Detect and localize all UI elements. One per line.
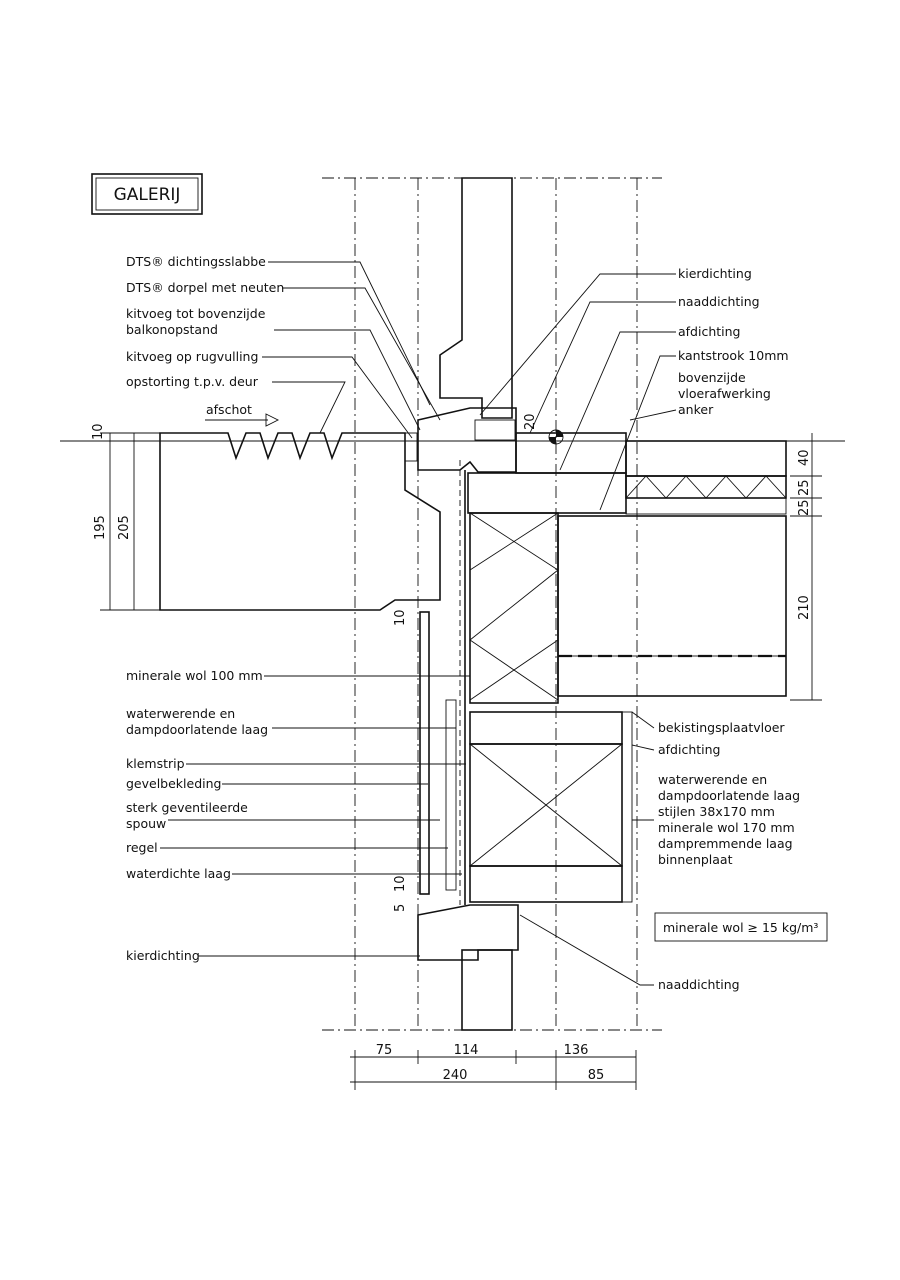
label-afdichting-top: afdichting <box>678 324 741 339</box>
label-bekistingsplaatvloer: bekistingsplaatvloer <box>658 720 785 735</box>
dim-right-210: 210 <box>797 595 812 620</box>
label-gevelbekleding: gevelbekleding <box>126 776 221 791</box>
dim-right-40: 40 <box>797 449 812 466</box>
label-anker: anker <box>678 402 714 417</box>
timber-frame <box>459 460 633 905</box>
label-spouw: spouw <box>126 816 166 831</box>
dim-left-low-5: 5 <box>393 904 408 912</box>
dim-left-10: 10 <box>91 423 106 440</box>
dim-left-195: 195 <box>93 515 108 540</box>
label-dts-dorpel: DTS® dorpel met neuten <box>126 280 284 295</box>
dim-bottom-85: 85 <box>588 1068 605 1083</box>
label-dampremmende: dampremmende laag <box>658 836 793 851</box>
label-vloerafwerking: vloerafwerking <box>678 386 771 401</box>
legend-box: minerale wol ≥ 15 kg/m³ <box>654 912 828 942</box>
label-minerale-wol-170: minerale wol 170 mm <box>658 820 795 835</box>
dim-right-25b: 25 <box>797 499 812 516</box>
dim-bottom-240: 240 <box>443 1068 468 1083</box>
label-klemstrip: klemstrip <box>126 756 185 771</box>
label-binnenplaat: binnenplaat <box>658 852 733 867</box>
label-dampdoorlatende-right: dampdoorlatende laag <box>658 788 800 803</box>
label-stijlen: stijlen 38x170 mm <box>658 804 775 819</box>
label-kitvoeg-bovenzijde: kitvoeg tot bovenzijde <box>126 306 266 321</box>
lower-wall <box>417 904 519 1031</box>
labels-left: DTS® dichtingsslabbe DTS® dorpel met neu… <box>126 254 284 963</box>
label-kierdichting-right: kierdichting <box>678 266 752 281</box>
label-kitvoeg-rugvulling: kitvoeg op rugvulling <box>126 349 258 364</box>
legend-text: minerale wol ≥ 15 kg/m³ <box>663 920 818 935</box>
label-bovenzijde: bovenzijde <box>678 370 746 385</box>
dim-bottom-75: 75 <box>376 1043 393 1058</box>
slope-arrow <box>205 413 280 427</box>
label-kantstrook: kantstrook 10mm <box>678 348 789 363</box>
labels-right: kierdichting naaddichting afdichting kan… <box>658 266 800 992</box>
label-afdichting-mid: afdichting <box>658 742 721 757</box>
label-dts-slabbe: DTS® dichtingsslabbe <box>126 254 266 269</box>
title-text: GALERIJ <box>114 185 181 205</box>
label-regel: regel <box>126 840 158 855</box>
floor-buildup <box>467 429 787 697</box>
dim-left-low-10: 10 <box>393 875 408 892</box>
dim-bottom-136: 136 <box>564 1043 589 1058</box>
label-naaddichting-top: naaddichting <box>678 294 760 309</box>
label-minerale-wol-100: minerale wol 100 mm <box>126 668 263 683</box>
dimensions-bottom: 75 114 136 240 85 <box>350 1043 637 1090</box>
label-dampdoorlatende: dampdoorlatende laag <box>126 722 268 737</box>
title-box: GALERIJ <box>91 173 203 215</box>
label-balkonopstand: balkonopstand <box>126 322 218 337</box>
label-afschot: afschot <box>206 402 252 417</box>
dim-left-205: 205 <box>117 515 132 540</box>
label-sterk-geventileerde: sterk geventileerde <box>126 800 248 815</box>
dim-bottom-114: 114 <box>454 1043 479 1058</box>
label-waterwerende-right: waterwerende en <box>658 772 767 787</box>
leaders-right <box>479 273 677 986</box>
dim-right-25a: 25 <box>797 479 812 496</box>
dimensions-left: 10 195 205 10 5 10 <box>91 423 408 912</box>
dim-left-mid: 10 <box>393 609 408 626</box>
balcony-slab <box>159 432 441 611</box>
label-opstorting: opstorting t.p.v. deur <box>126 374 259 389</box>
label-kierdichting-left: kierdichting <box>126 948 200 963</box>
label-waterdichte-laag: waterdichte laag <box>126 866 231 881</box>
label-waterwerende: waterwerende en <box>126 706 235 721</box>
dim-top-20: 20 <box>523 413 538 430</box>
leaders-left <box>160 261 470 957</box>
upper-wall <box>439 177 513 419</box>
label-naaddichting-bottom: naaddichting <box>658 977 740 992</box>
facade-cladding <box>419 611 457 895</box>
door-sill <box>417 407 517 473</box>
dimensions-right: 40 25 25 210 20 <box>523 413 822 701</box>
